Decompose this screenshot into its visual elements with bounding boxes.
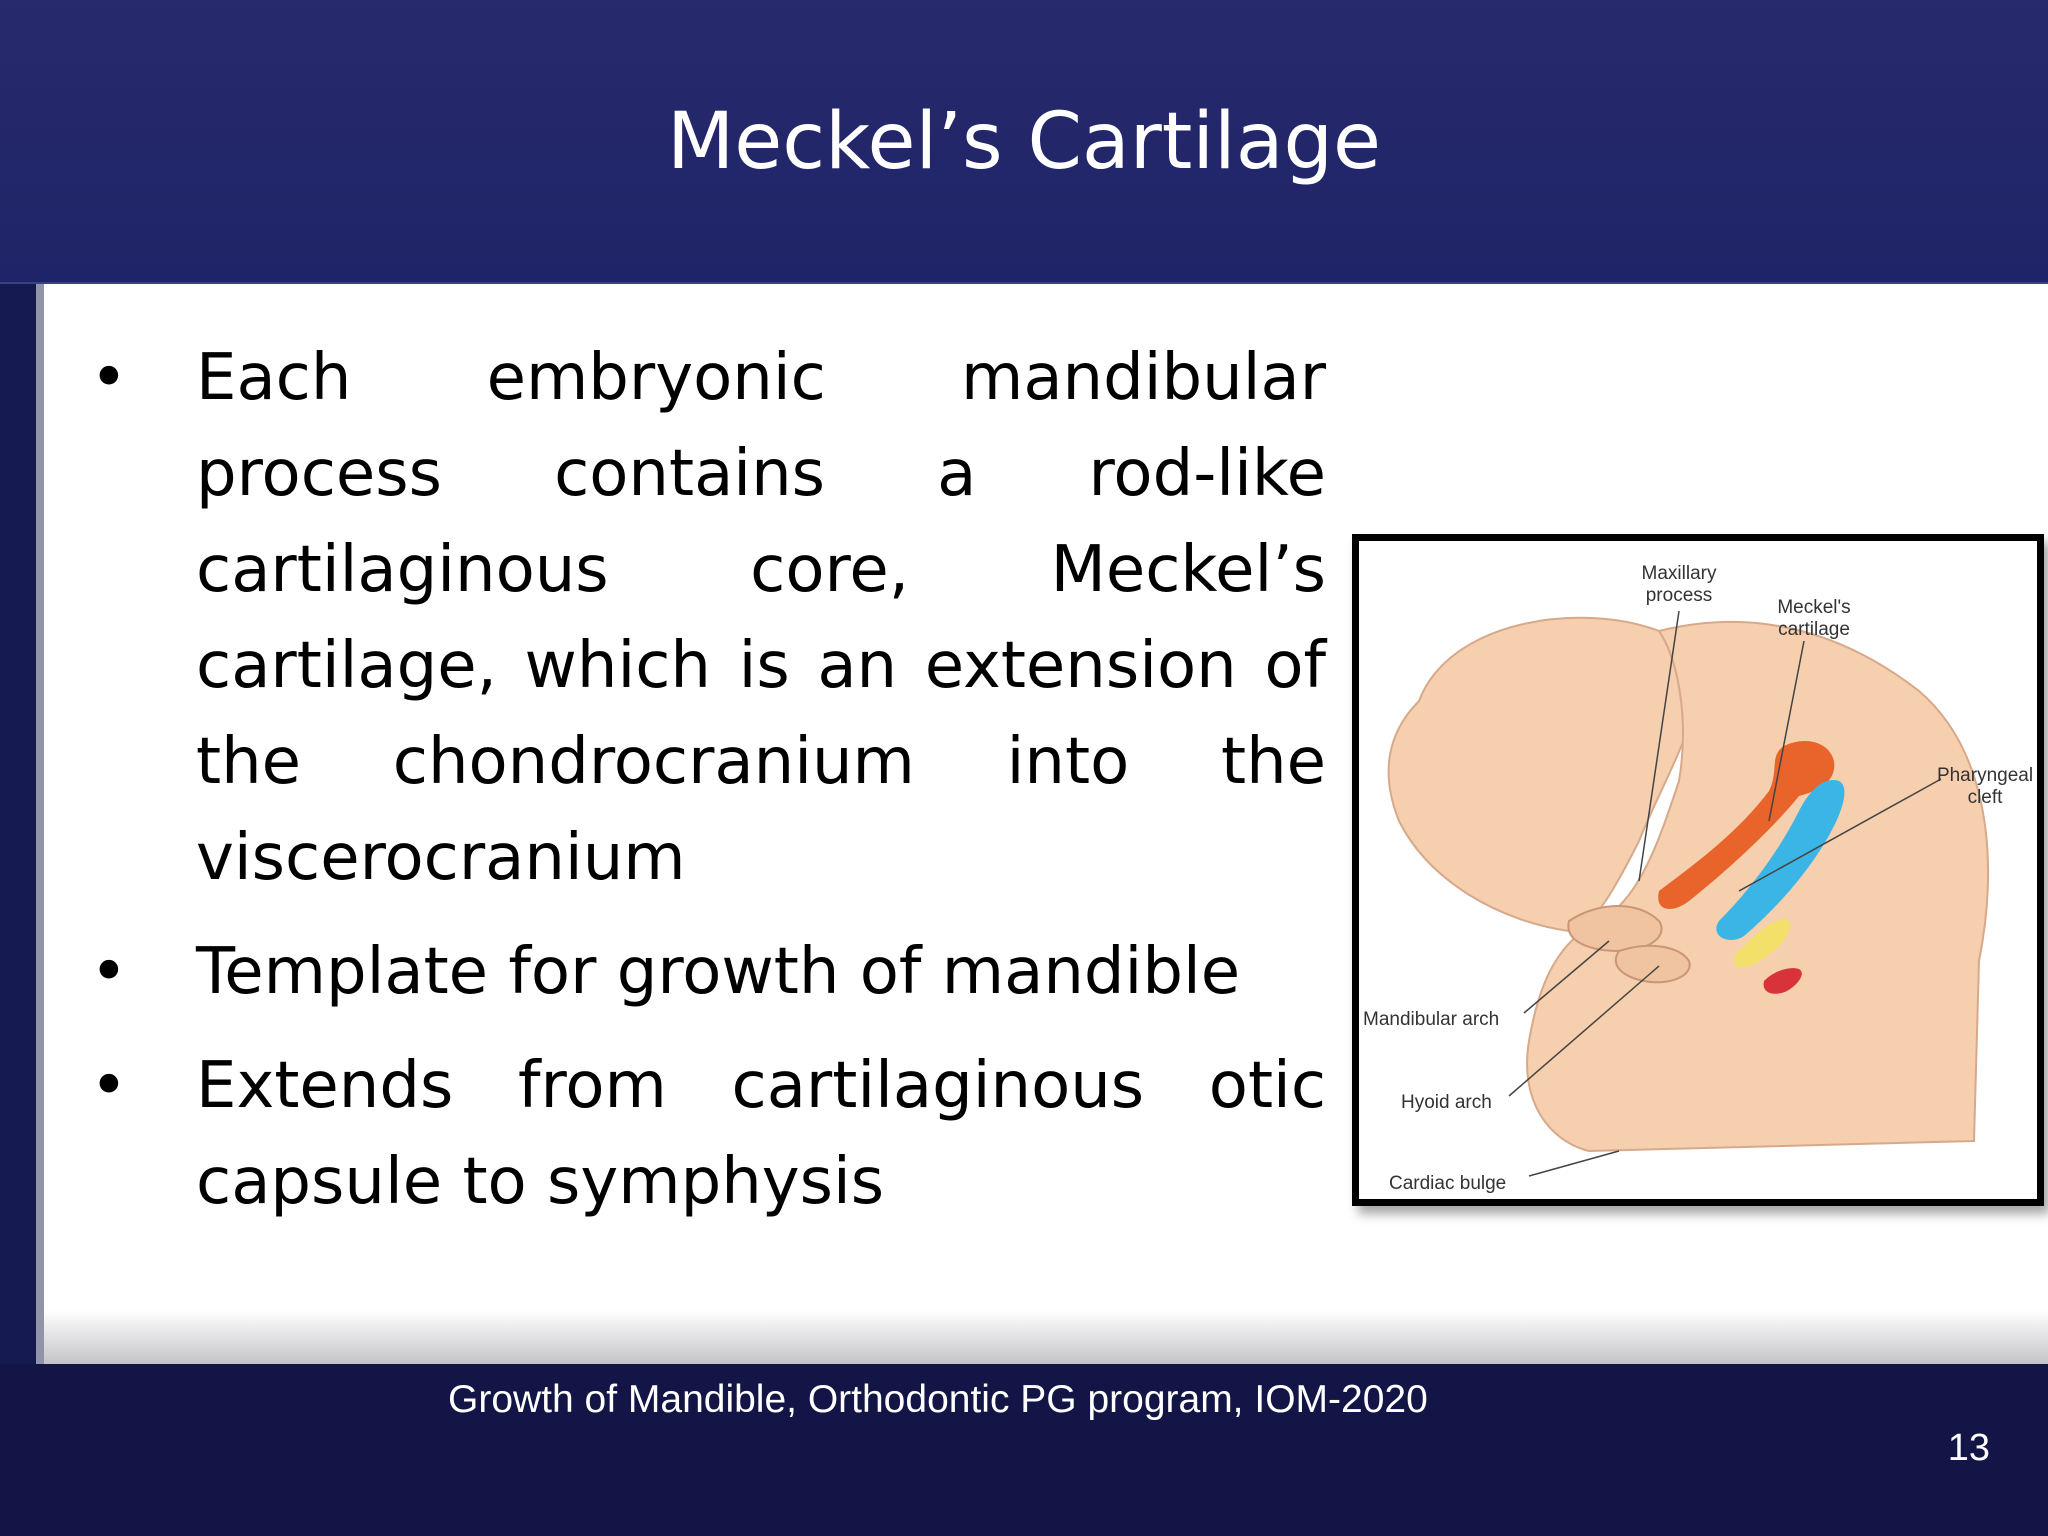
leader-line-pharyngeal <box>1738 778 1942 892</box>
bullet-text: Each embryonic mandibular process contai… <box>196 341 1326 895</box>
mandibular-arch-shape <box>1567 905 1663 953</box>
bullet-item: • Template for growth of mandible <box>0 924 1330 1020</box>
slide-footer <box>0 1364 2048 1536</box>
label-maxillary-2: process <box>1646 585 1713 606</box>
label-hyoid-arch: Hyoid arch <box>1401 1092 1492 1113</box>
bullet-item: • Extends from cartilaginous otic capsul… <box>0 1038 1330 1230</box>
hyoid-arch-shape <box>1614 944 1691 984</box>
label-pharyngeal-2: cleft <box>1968 787 2004 808</box>
bullet-dot: • <box>90 935 128 1009</box>
label-mandibular-arch: Mandibular arch <box>1363 1009 1499 1030</box>
label-meckels-2: cartilage <box>1778 619 1850 640</box>
leader-line-cardiac <box>1528 1150 1620 1177</box>
embryo-illustration: Maxillary process Meckel's cartilage Pha… <box>1363 563 2033 1194</box>
slide-header <box>0 0 2048 284</box>
label-meckels-1: Meckel's <box>1777 597 1850 618</box>
embryo-head <box>1387 616 1704 933</box>
label-maxillary-1: Maxillary <box>1642 563 1717 584</box>
bullet-text: Template for growth of mandible <box>196 935 1241 1009</box>
pharyngeal-cleft-shape <box>1716 780 1845 941</box>
slide-title: Meckel’s Cartilage <box>667 97 1381 187</box>
label-pharyngeal-1: Pharyngeal <box>1937 765 2033 786</box>
leader-line-mandibular <box>1523 940 1610 1014</box>
embryo-illustration-frame: Maxillary process Meckel's cartilage Pha… <box>1352 534 2044 1206</box>
bullet-dot: • <box>90 1049 128 1123</box>
label-cardiac-bulge: Cardiac bulge <box>1389 1173 1506 1194</box>
footer-caption: Growth of Mandible, Orthodontic PG progr… <box>448 1378 1428 1421</box>
bullet-list: • Each embryonic mandibular process cont… <box>0 330 1330 1248</box>
bullet-text: Extends from cartilaginous otic capsule … <box>196 1049 1326 1219</box>
second-arch-shape <box>1733 919 1791 968</box>
bullet-item: • Each embryonic mandibular process cont… <box>0 330 1330 906</box>
content-bottom-shadow <box>44 1310 2048 1364</box>
left-accent-edge <box>36 284 44 1364</box>
leader-line-hyoid <box>1508 965 1660 1097</box>
bullet-dot: • <box>90 341 128 415</box>
leader-line-maxillary <box>1638 610 1680 882</box>
left-accent-bar <box>0 284 36 1364</box>
leader-line-meckels <box>1768 640 1805 822</box>
third-arch-shape <box>1763 968 1802 994</box>
page-number: 13 <box>1947 1427 1990 1469</box>
meckels-cartilage-shape <box>1658 741 1835 910</box>
